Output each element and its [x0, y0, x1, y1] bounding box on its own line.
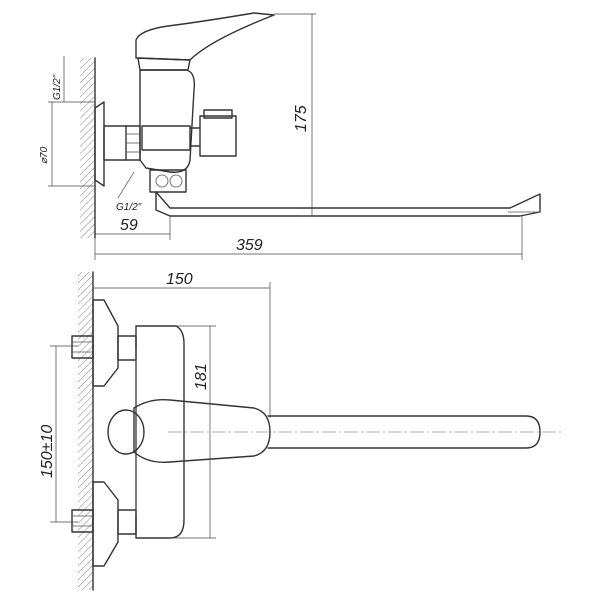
spout: [155, 191, 541, 217]
mixer-body: [139, 69, 196, 173]
label-59: 59: [120, 217, 138, 234]
lower-nut: [117, 509, 137, 535]
label-g12-bottom: G1/2": [116, 202, 142, 213]
spout-base: [149, 169, 187, 193]
upper-flange: [92, 299, 119, 387]
body-collar: [141, 125, 191, 151]
wall-flange: [94, 101, 105, 187]
front-lever: [133, 398, 271, 463]
lower-eccentric: [71, 509, 94, 533]
eccentric-connector: [103, 125, 127, 161]
label-dia70: ⌀70: [39, 146, 50, 164]
diverter-knob: [199, 115, 237, 157]
upper-eccentric: [71, 335, 94, 359]
upper-nut: [117, 335, 137, 361]
wall-hatch-top: [80, 58, 95, 238]
label-175: 175: [293, 105, 310, 132]
label-g12-top: G1/2": [52, 74, 63, 100]
label-150-top: 150: [166, 271, 193, 288]
front-spout: [267, 415, 541, 449]
label-181: 181: [193, 363, 210, 390]
wall-hatch-bottom: [78, 272, 93, 590]
lever-handle: [135, 12, 275, 61]
front-view: 150 181 150±10: [39, 271, 562, 591]
label-359: 359: [236, 237, 263, 254]
lever-pivot: [107, 409, 145, 455]
side-view: G1/2" ⌀70 G1/2" 175 59 359: [39, 12, 541, 260]
lower-flange: [92, 481, 119, 567]
cartridge-cap: [137, 57, 191, 71]
label-150-tol: 150±10: [39, 425, 56, 478]
